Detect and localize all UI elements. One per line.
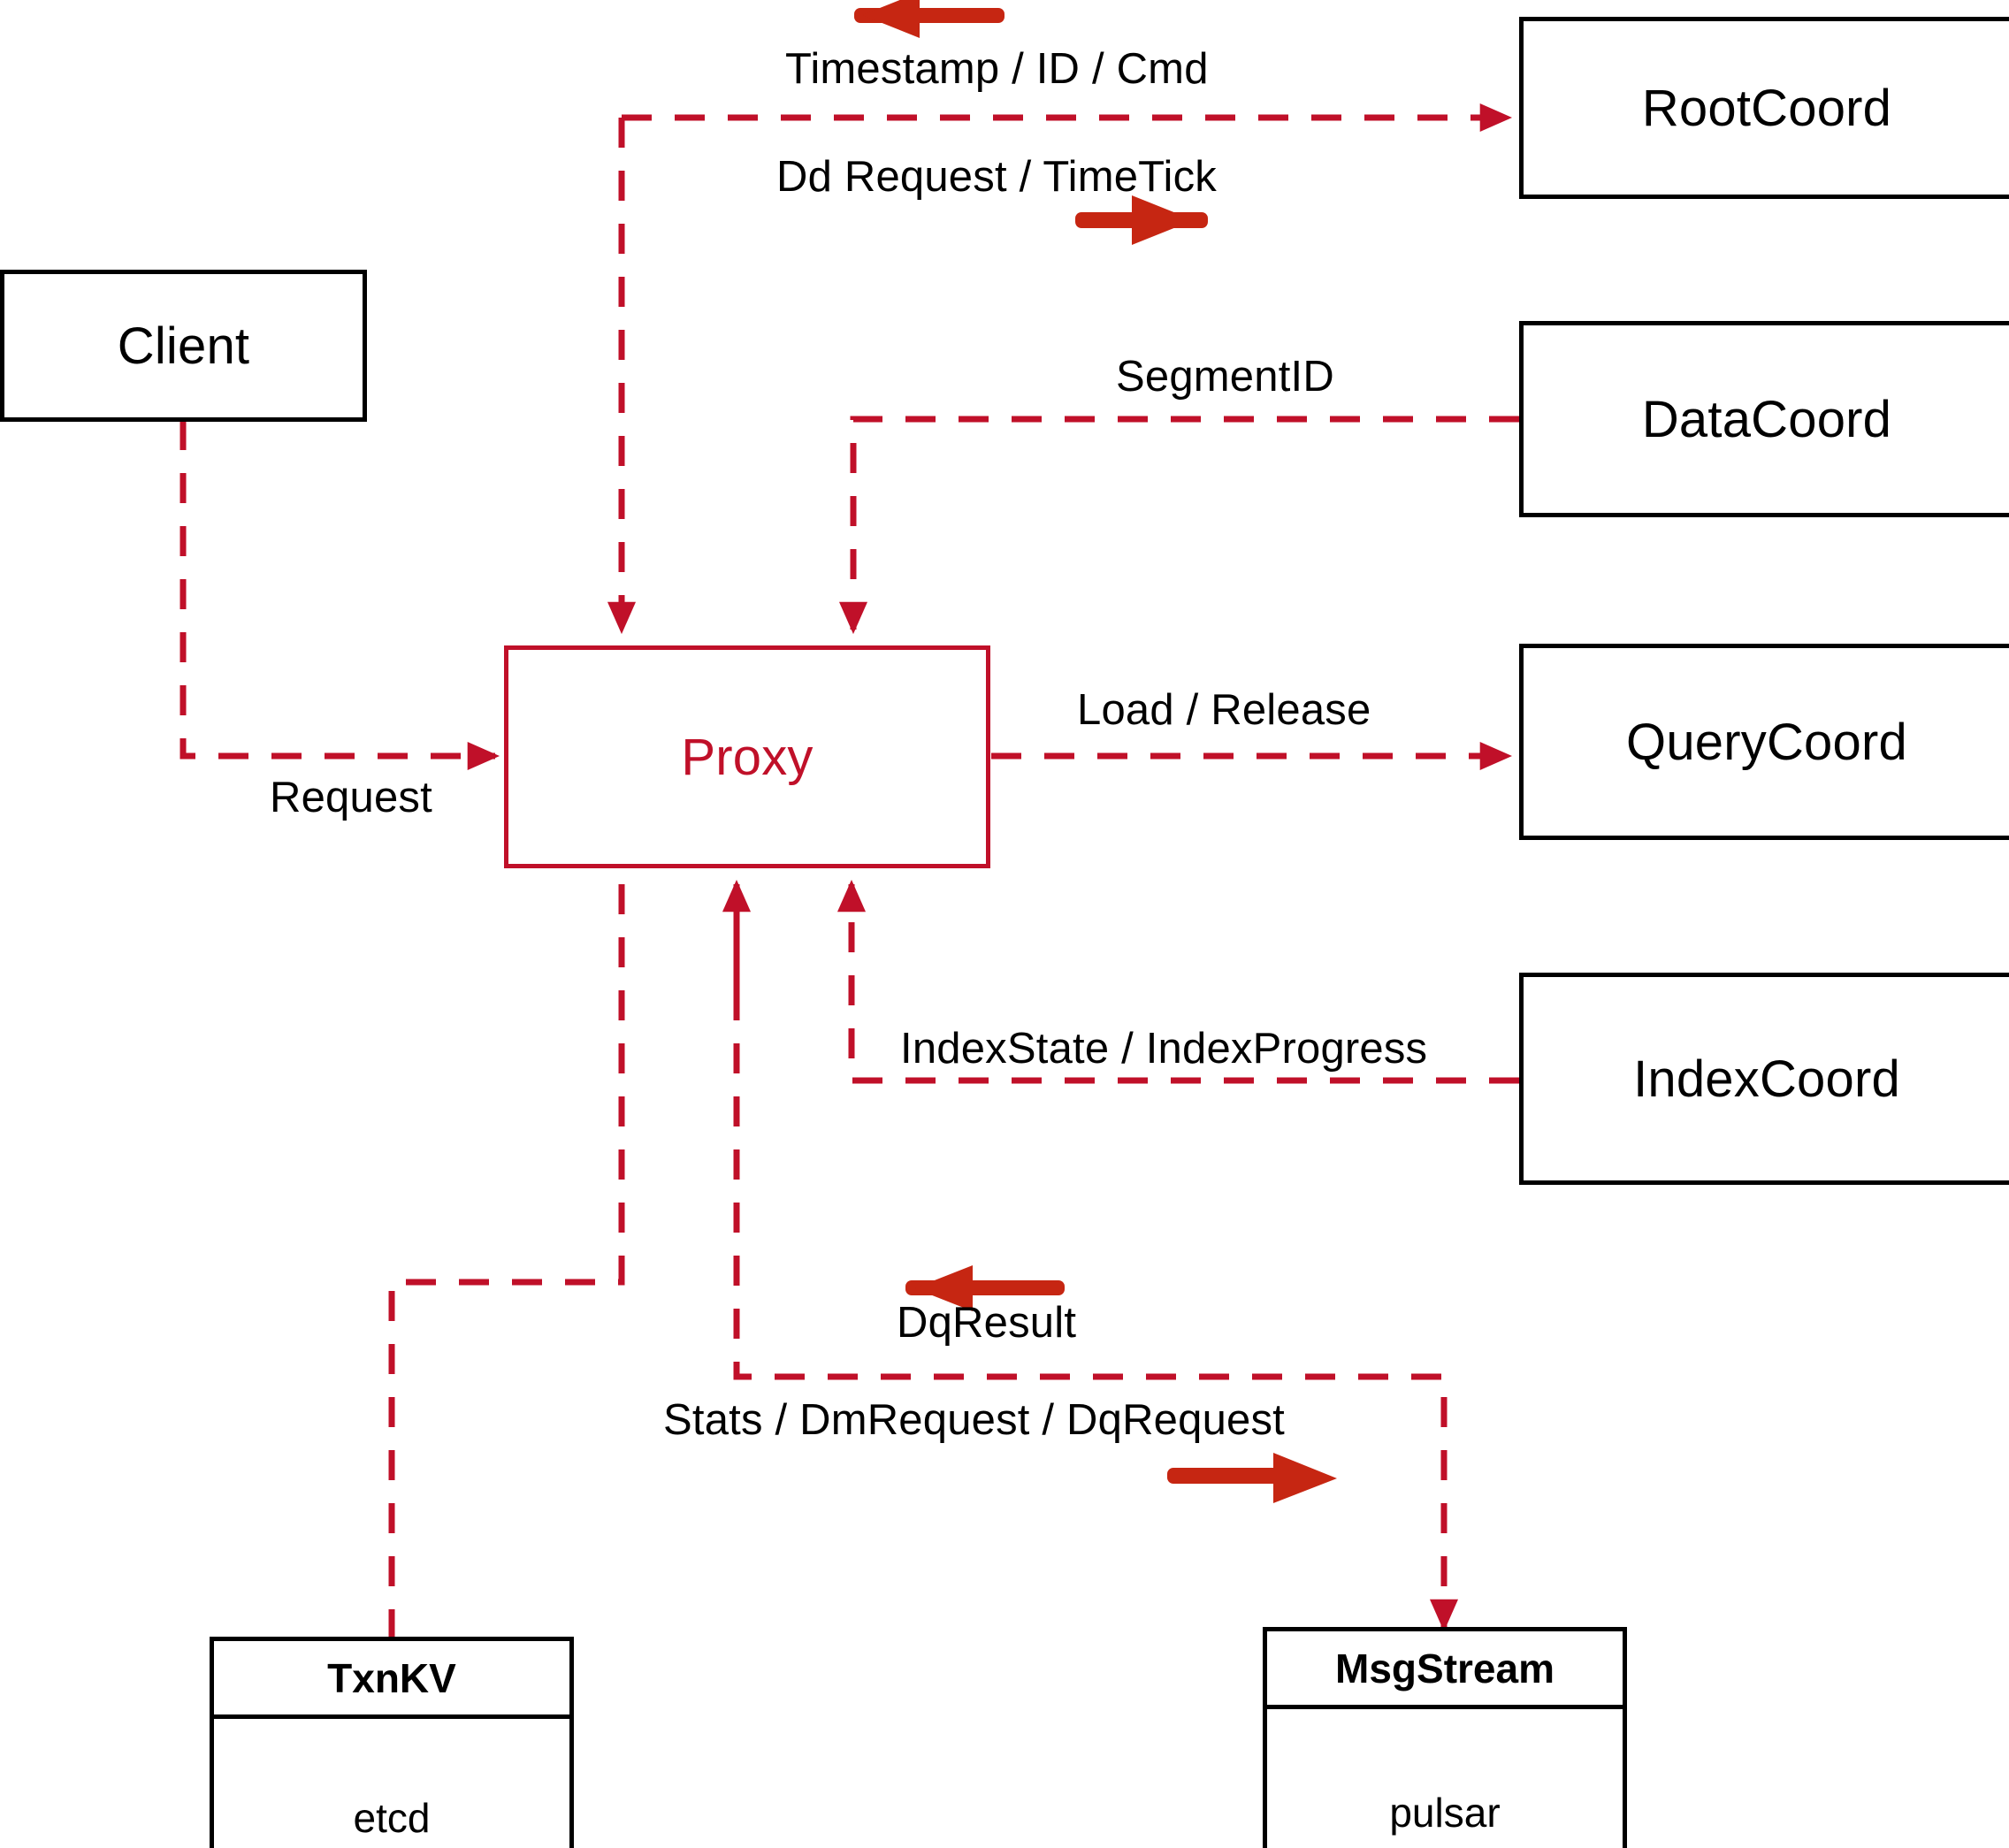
edge-label-request: Request [270,774,432,821]
node-querycoord-label: QueryCoord [1626,713,1907,771]
edge-label-segmentid: SegmentID [1116,353,1334,401]
edge-label-load-release: Load / Release [1077,686,1371,734]
wire-proxy-to-msgstream [733,884,1459,1632]
node-datacoord-label: DataCoord [1641,390,1892,448]
node-client[interactable]: Client [0,270,367,422]
edge-label-stats-dmrequest-dqrequest: Stats / DmRequest / DqRequest [663,1396,1285,1444]
edge-label-dd-request-timetick: Dd Request / TimeTick [776,153,1217,201]
node-txnkv-header: TxnKV [214,1641,569,1719]
node-indexcoord-label: IndexCoord [1633,1050,1900,1108]
node-msgstream[interactable]: MsgStream pulsar [1263,1627,1627,1848]
wire-indexcoord-to-proxy [836,879,1519,1084]
node-querycoord[interactable]: QueryCoord [1519,644,2009,840]
node-datacoord[interactable]: DataCoord [1519,321,2009,517]
node-rootcoord[interactable]: RootCoord [1519,17,2009,199]
node-client-label: Client [117,317,250,375]
node-txnkv[interactable]: TxnKV etcd [210,1637,574,1848]
direction-arrow-dqresult-left [905,1265,1065,1311]
node-rootcoord-label: RootCoord [1641,79,1892,137]
node-indexcoord[interactable]: IndexCoord [1519,973,2009,1185]
wire-datacoord-to-proxy [838,416,1519,635]
node-msgstream-header: MsgStream [1267,1631,1623,1709]
node-msgstream-body: pulsar [1389,1790,1501,1836]
edge-label-indexstate-indexprogress: IndexState / IndexProgress [900,1025,1428,1073]
node-proxy[interactable]: Proxy [504,645,990,868]
edge-label-timestamp-id-cmd: Timestamp / ID / Cmd [785,45,1209,93]
direction-arrow-ddrequest-right [1075,195,1208,245]
direction-arrow-group [854,0,1337,1503]
edge-label-dqresult: DqResult [897,1299,1077,1347]
wire-client-to-proxy [180,420,500,771]
direction-arrow-dqrequest-right [1167,1453,1337,1503]
wire-proxy-to-txnkv [388,884,625,1637]
node-proxy-label: Proxy [681,728,814,786]
direction-arrow-timestamp-left [854,0,1004,38]
node-txnkv-body: etcd [353,1795,431,1841]
